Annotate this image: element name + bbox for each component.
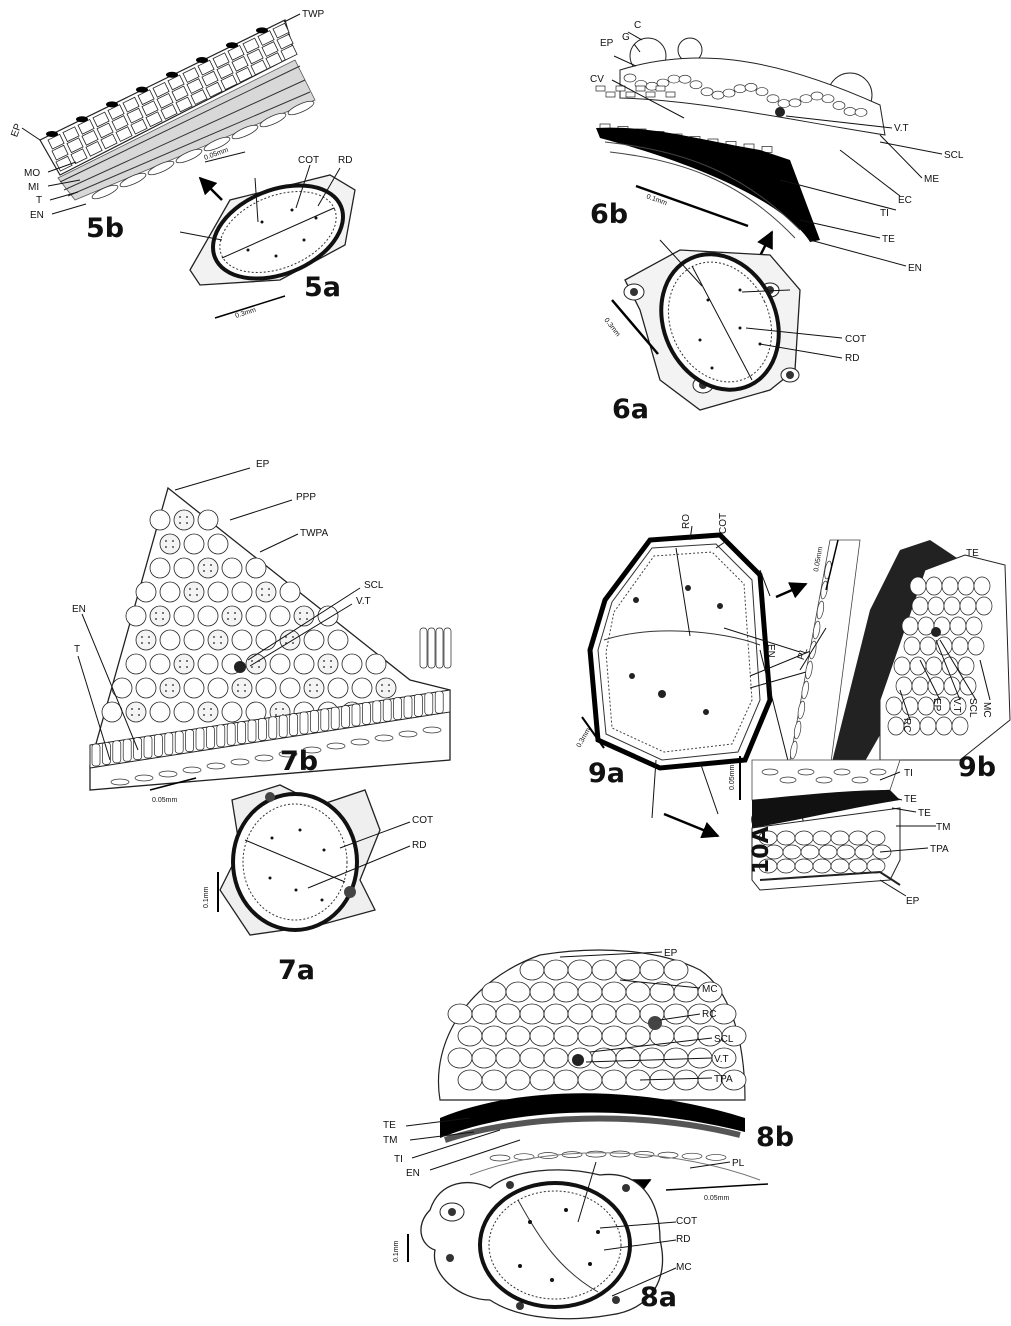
label-te-10a2-a: TE: [904, 794, 917, 805]
label-vt-9b: V.T: [951, 698, 962, 713]
scale-label-8b: 0.05mm: [704, 1195, 729, 1202]
label-cot-7a: COT: [412, 815, 433, 826]
label-tpa-8b: TPA: [714, 1074, 733, 1085]
label-ti-10a2: TI: [904, 768, 913, 779]
label-ppp-7b: PPP: [296, 492, 316, 503]
figure-label-5b: 5b: [86, 213, 124, 244]
label-te-10a2-b: TE: [918, 808, 931, 819]
label-en-8b: EN: [406, 1168, 420, 1179]
label-me-6b: ME: [924, 174, 939, 185]
label-rd-6a: RD: [845, 353, 859, 364]
label-en-7b: EN: [72, 604, 86, 615]
label-tm-10a2: TM: [936, 822, 950, 833]
label-rd-7a: RD: [412, 840, 426, 851]
arrow-5a-to-5b: [200, 178, 222, 200]
scale-label-9a: 0.3mm: [576, 727, 593, 749]
label-ti-8b: TI: [394, 1154, 403, 1165]
label-mo-5b: MO: [24, 168, 40, 179]
arrow-9a-to-9b: [776, 584, 806, 597]
figure-7b-drawing: [78, 468, 451, 790]
label-tm-8b: TM: [383, 1135, 397, 1146]
label-en-6b: EN: [908, 263, 922, 274]
figure-label-9b: 9b: [958, 752, 996, 783]
label-pl-8b: PL: [732, 1158, 745, 1169]
figure-label-6b: 6b: [590, 199, 628, 230]
figure-6b-drawing: [596, 32, 942, 266]
label-scl-9b: SCL: [967, 698, 978, 718]
label-scl-8b: SCL: [714, 1034, 734, 1045]
scale-label-9b: 0.05mm: [813, 546, 824, 572]
figure-label-5a: 5a: [304, 272, 341, 303]
label-t-5b: T: [36, 195, 42, 206]
label-en-9a: EN: [765, 644, 776, 658]
label-scl-6b: SCL: [944, 150, 964, 161]
label-ec-6b: EC: [898, 195, 912, 206]
arrow-9a-to-10a2: [664, 814, 718, 836]
label-en-5b: EN: [30, 210, 44, 221]
label-mc-9b: MC: [981, 702, 992, 718]
label-tpa-10a2: TPA: [930, 844, 949, 855]
label-ti-6b: TI: [880, 208, 889, 219]
label-mc-8a: MC: [676, 1262, 692, 1273]
figure-7a-drawing: [218, 785, 410, 935]
scale-label-7b: 0.05mm: [152, 797, 177, 804]
figure-9b-drawing: [789, 540, 1010, 770]
figure-6a-drawing: [612, 235, 842, 410]
scale-label-6a: 0.3mm: [602, 317, 621, 338]
label-ep-8b: EP: [664, 948, 678, 959]
label-ep-10a2: EP: [906, 896, 920, 907]
label-ep-6b: EP: [600, 38, 614, 49]
label-ep-9b: EP: [931, 698, 942, 712]
label-c-6b: C: [634, 20, 641, 31]
figure-label-8b: 8b: [756, 1122, 794, 1153]
label-cot-5a: COT: [298, 155, 319, 166]
figure-label-8a: 8a: [640, 1282, 677, 1313]
label-mc-8b: MC: [702, 984, 718, 995]
label-rd-5a: RD: [338, 155, 352, 166]
scale-label-8a: 0.1mm: [393, 1240, 400, 1262]
label-cot-8a: COT: [676, 1216, 697, 1227]
label-cot-6a: COT: [845, 334, 866, 345]
label-mi-5b: MI: [28, 182, 39, 193]
scale-label-5a: 0.3mm: [234, 307, 257, 320]
label-vt-6b: V.T: [894, 123, 909, 134]
figure-label-6a: 6a: [612, 394, 649, 425]
label-scl-7b: SCL: [364, 580, 384, 591]
label-rd-8a: RD: [676, 1234, 690, 1245]
figure-5b-drawing: [22, 14, 315, 214]
figure-label-9a: 9a: [588, 758, 625, 789]
label-rc-8b: RC: [702, 1009, 716, 1020]
figure-label-7b: 7b: [280, 746, 318, 777]
label-cot-9a: COT: [718, 513, 729, 534]
label-g-6b: G: [622, 32, 630, 43]
arrow-6a-to-6b: [760, 232, 772, 256]
scale-label-10a2: 0.05mm: [729, 765, 736, 790]
figure-label-10a2: 10A2: [749, 811, 774, 874]
figure-label-7a: 7a: [278, 955, 315, 986]
label-rc-9b: RC: [901, 718, 912, 732]
scale-label-7a: 0.1mm: [203, 886, 210, 908]
label-ro-9a: RO: [681, 514, 692, 529]
figure-8a-drawing: [408, 1162, 676, 1319]
label-te-6b: TE: [882, 234, 895, 245]
label-t-7b: T: [74, 644, 80, 655]
label-twpa-7b: TWPA: [300, 528, 328, 539]
label-ep-5b: EP: [9, 122, 24, 139]
label-vt-8b: V.T: [714, 1054, 729, 1065]
label-twp-5b: TWP: [302, 9, 325, 20]
label-ep-7b: EP: [256, 459, 270, 470]
label-vt-7b: V.T: [356, 596, 371, 607]
label-te-8b: TE: [383, 1120, 396, 1131]
label-cv-6b: CV: [590, 74, 604, 85]
label-te-9b: TE: [966, 548, 979, 559]
